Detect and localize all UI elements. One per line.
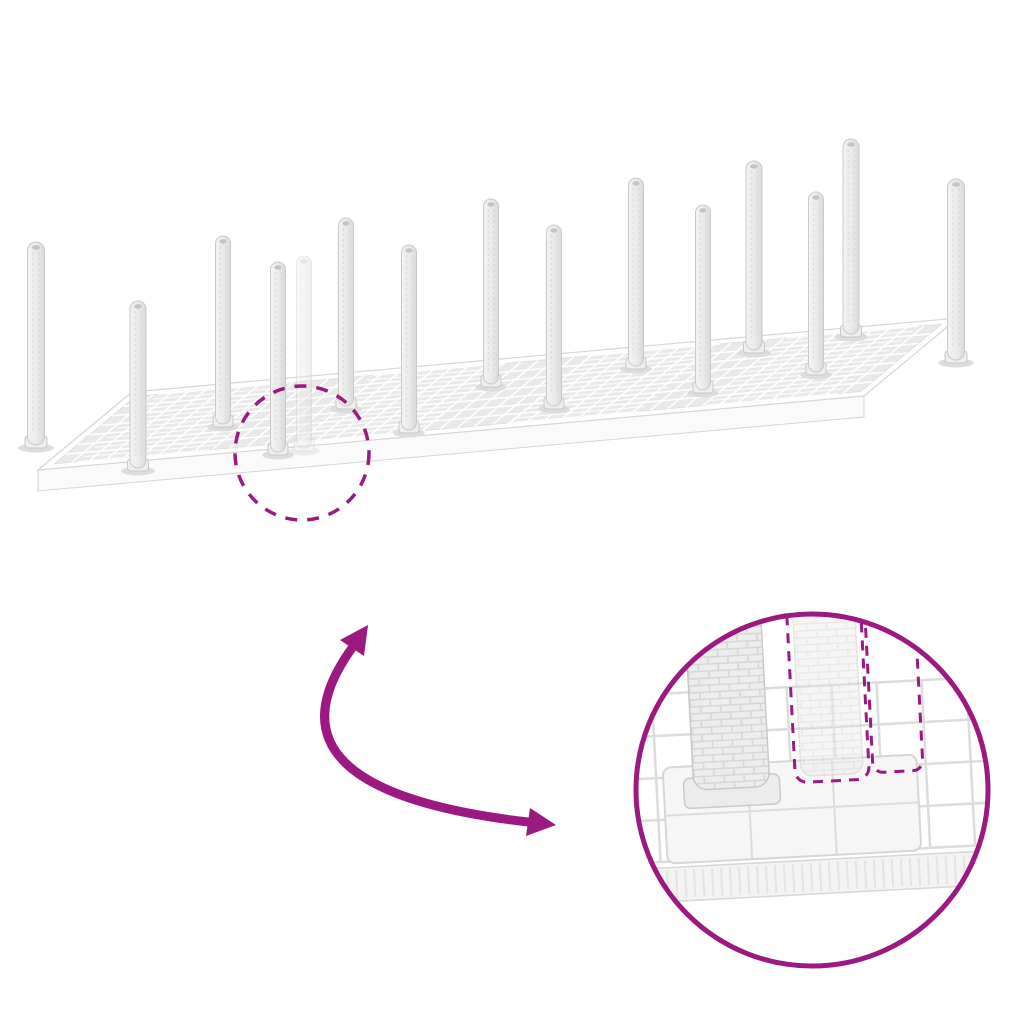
peg: [938, 178, 974, 368]
peg: [475, 198, 507, 392]
peg: [18, 241, 54, 453]
callout-dashed-circle: [233, 384, 371, 522]
peg: [207, 235, 239, 432]
inset-peg-ghost: [791, 614, 864, 777]
peg: [737, 160, 771, 358]
peg: [538, 224, 570, 414]
peg: [620, 177, 652, 374]
peg: [687, 204, 719, 398]
peg: [262, 261, 294, 460]
peg: [121, 300, 155, 476]
peg: [330, 217, 362, 414]
arrowhead-up-icon: [340, 625, 368, 656]
peg: [834, 138, 868, 342]
peg: [393, 244, 425, 438]
inset-border-circle: [633, 611, 991, 969]
peg: [800, 191, 832, 380]
rack-pegs: [18, 138, 974, 476]
arrowhead-right-icon: [526, 808, 556, 836]
drying-rack: [18, 138, 974, 493]
inset-peg-slot-outline: [859, 614, 925, 774]
inset-edge-ribs: [639, 854, 985, 901]
arrow-curve: [320, 643, 533, 827]
peg-ghost: [288, 255, 320, 456]
curved-double-arrow: [320, 625, 556, 836]
inset-peg-slot-outline: [781, 614, 871, 784]
